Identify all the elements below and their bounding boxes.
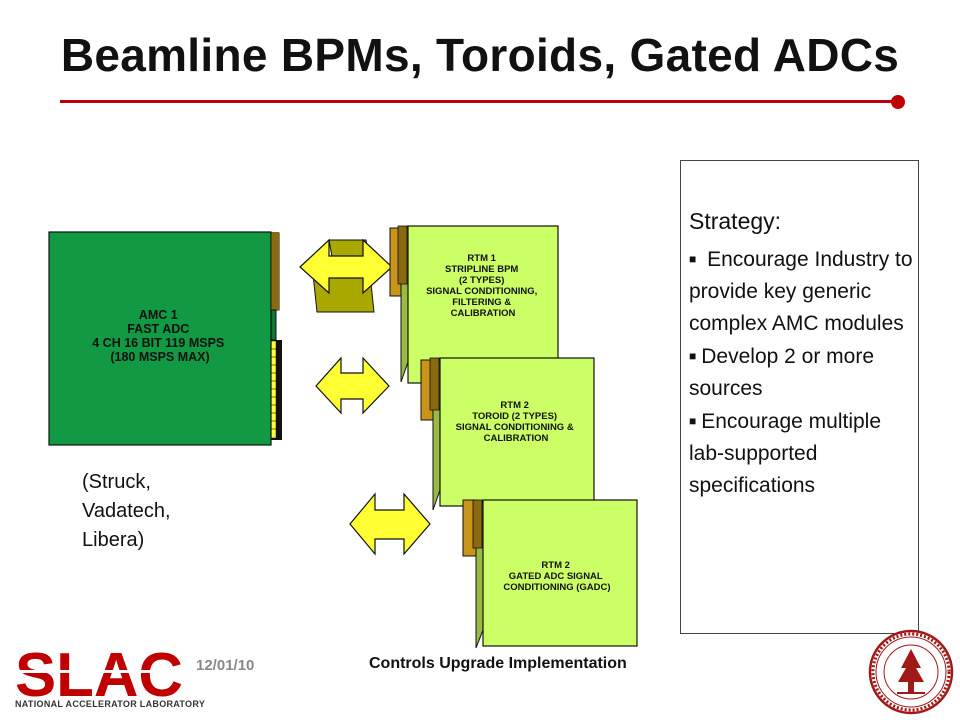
rtm3-module: RTM 2 GATED ADC SIGNAL CONDITIONING (GAD…	[462, 499, 638, 649]
rtm1-line-3: (2 TYPES)	[459, 275, 504, 286]
double-arrow-1	[299, 238, 393, 313]
amc-line-3: 4 CH 16 BIT 119 MSPS	[92, 336, 224, 350]
vendor-line-1: (Struck,	[82, 471, 151, 493]
double-arrow-2	[315, 356, 390, 415]
double-arrow-3	[349, 492, 431, 556]
rtm1-line-5: FILTERING &	[452, 297, 511, 308]
rtm2-module: RTM 2 TOROID (2 TYPES) SIGNAL CONDITIONI…	[420, 357, 595, 511]
university-seal-icon	[868, 629, 954, 715]
svg-text:AMC 1 FAST ADC 4 C: AMC 1 FAST ADC 4 CH 16 BIT 119 MSPS (180…	[92, 308, 228, 364]
vendor-line-2: Vadatech,	[82, 500, 171, 522]
strategy-item-text-1: Encourage Industry to provide key generi…	[689, 248, 913, 335]
rtm2-line-4: CALIBRATION	[484, 433, 549, 444]
slac-logo: SLAC	[15, 644, 185, 700]
rtm3-line-3: CONDITIONING (GADC)	[503, 582, 610, 593]
square-bullet-icon: ■	[689, 252, 697, 266]
amc-line-4: (180 MSPS MAX)	[110, 350, 209, 364]
strategy-box	[680, 160, 919, 634]
footer-date: 12/01/10	[196, 657, 255, 674]
rtm3-line-1: RTM 2	[541, 560, 570, 571]
title-rule	[60, 100, 898, 103]
svg-text:RTM 2 TOROID (2 TYPES): RTM 2 TOROID (2 TYPES) SIGNAL CONDITIONI…	[456, 400, 577, 444]
strategy-item-3: ■Encourage multiple lab-supported specif…	[689, 405, 915, 502]
slac-tagline: NATIONAL ACCELERATOR LABORATORY	[15, 699, 206, 709]
amc-line-1: AMC 1	[139, 308, 178, 322]
strategy-list: ■ Encourage Industry to provide key gene…	[689, 243, 915, 502]
slide-title: Beamline BPMs, Toroids, Gated ADCs	[60, 29, 900, 81]
rtm1-line-2: STRIPLINE BPM	[445, 264, 518, 275]
strategy-heading: Strategy:	[689, 208, 782, 234]
rtm2-line-2: TOROID (2 TYPES)	[472, 411, 557, 422]
rtm1-line-6: CALIBRATION	[451, 308, 516, 319]
strategy-item-text-2: Develop 2 or more sources	[689, 345, 874, 400]
rtm2-line-3: SIGNAL CONDITIONING &	[456, 422, 574, 433]
svg-text:RTM 2 GATED ADC SIGNAL: RTM 2 GATED ADC SIGNAL CONDITIONING (GAD…	[503, 560, 610, 593]
rtm1-module: RTM 1 STRIPLINE BPM (2 TYPES) SIGNAL CON…	[389, 225, 559, 384]
svg-text:RTM 1 STRIPLINE BPM: RTM 1 STRIPLINE BPM (2 TYPES) SIGNAL CON…	[426, 253, 540, 319]
rtm1-line-1: RTM 1	[467, 253, 496, 264]
rtm1-line-4: SIGNAL CONDITIONING,	[426, 286, 537, 297]
square-bullet-icon: ■	[689, 414, 697, 428]
amc-line-2: FAST ADC	[127, 322, 189, 336]
title-rule-dot	[891, 95, 905, 109]
vendor-list: (Struck, Vadatech, Libera)	[82, 468, 171, 555]
rtm3-line-2: GATED ADC SIGNAL	[509, 571, 603, 582]
vendor-line-3: Libera)	[82, 529, 145, 551]
square-bullet-icon: ■	[689, 349, 697, 363]
rtm2-line-1: RTM 2	[500, 400, 529, 411]
strategy-item-1: ■ Encourage Industry to provide key gene…	[689, 243, 915, 340]
strategy-item-2: ■Develop 2 or more sources	[689, 340, 915, 405]
footer-title: Controls Upgrade Implementation	[369, 655, 627, 672]
amc-board: AMC 1 FAST ADC 4 CH 16 BIT 119 MSPS (180…	[48, 231, 282, 446]
strategy-item-text-3: Encourage multiple lab-supported specifi…	[689, 410, 882, 497]
